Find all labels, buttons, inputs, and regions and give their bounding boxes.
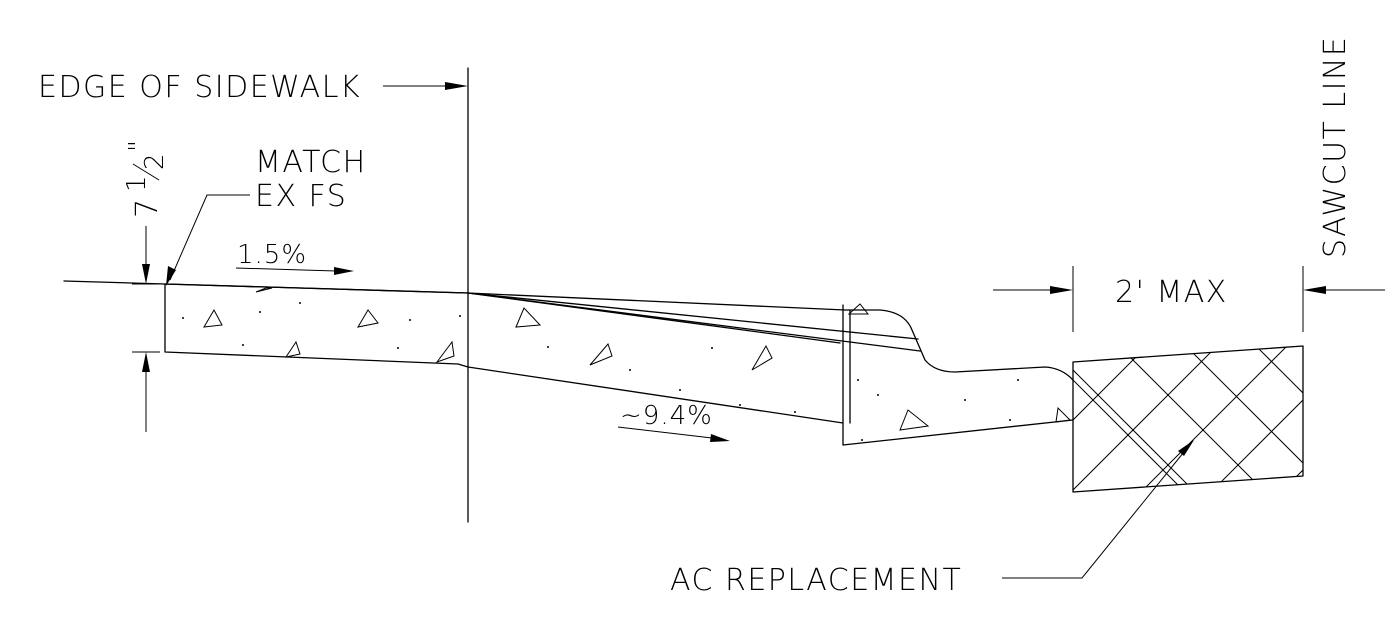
edge-of-sidewalk-arrowhead [445, 82, 468, 90]
ac-replacement-leader [1002, 446, 1189, 579]
svg-text:1: 1 [122, 174, 152, 192]
dim-max-label: 2' MAX [1115, 275, 1228, 310]
ac-replacement-arrowhead [1178, 440, 1194, 456]
concrete-dots [182, 302, 1019, 441]
sidewalk-slab [164, 283, 1074, 446]
ramp-line-3 [467, 292, 841, 344]
match-arrowhead [166, 266, 176, 286]
slope-bottom-label: ~9.4% [620, 401, 713, 431]
curb-profile [844, 309, 1074, 381]
concrete-hatch [203, 287, 1072, 431]
ramp-top [467, 292, 846, 311]
dim-arrow-right [1303, 286, 1326, 294]
dim-arrow-left [1050, 286, 1073, 294]
slope-top-arrowhead [334, 267, 354, 275]
match-label-line1: MATCH [255, 145, 367, 180]
vertical-dimension-text: 7 1 2 " [122, 139, 170, 218]
ac-replacement-label: AC REPLACEMENT [670, 563, 962, 598]
svg-text:2: 2 [140, 152, 170, 170]
sawcut-line-label: SAWCUT LINE [1318, 36, 1353, 258]
match-leader [169, 194, 250, 281]
vertical-dimension [132, 226, 160, 432]
slope-bottom-arrowhead [710, 434, 730, 442]
slope-bottom-underline [617, 426, 713, 439]
ac-replacement-block [1072, 345, 1304, 493]
svg-text:": " [124, 139, 154, 152]
edge-of-sidewalk-label: EDGE OF SIDEWALK [38, 70, 361, 105]
slope-top-underline [235, 267, 337, 272]
svg-text:7: 7 [130, 197, 165, 218]
match-label-line2: EX FS [255, 179, 347, 214]
slab-top [164, 283, 469, 294]
slope-top-label: 1.5% [237, 240, 307, 270]
